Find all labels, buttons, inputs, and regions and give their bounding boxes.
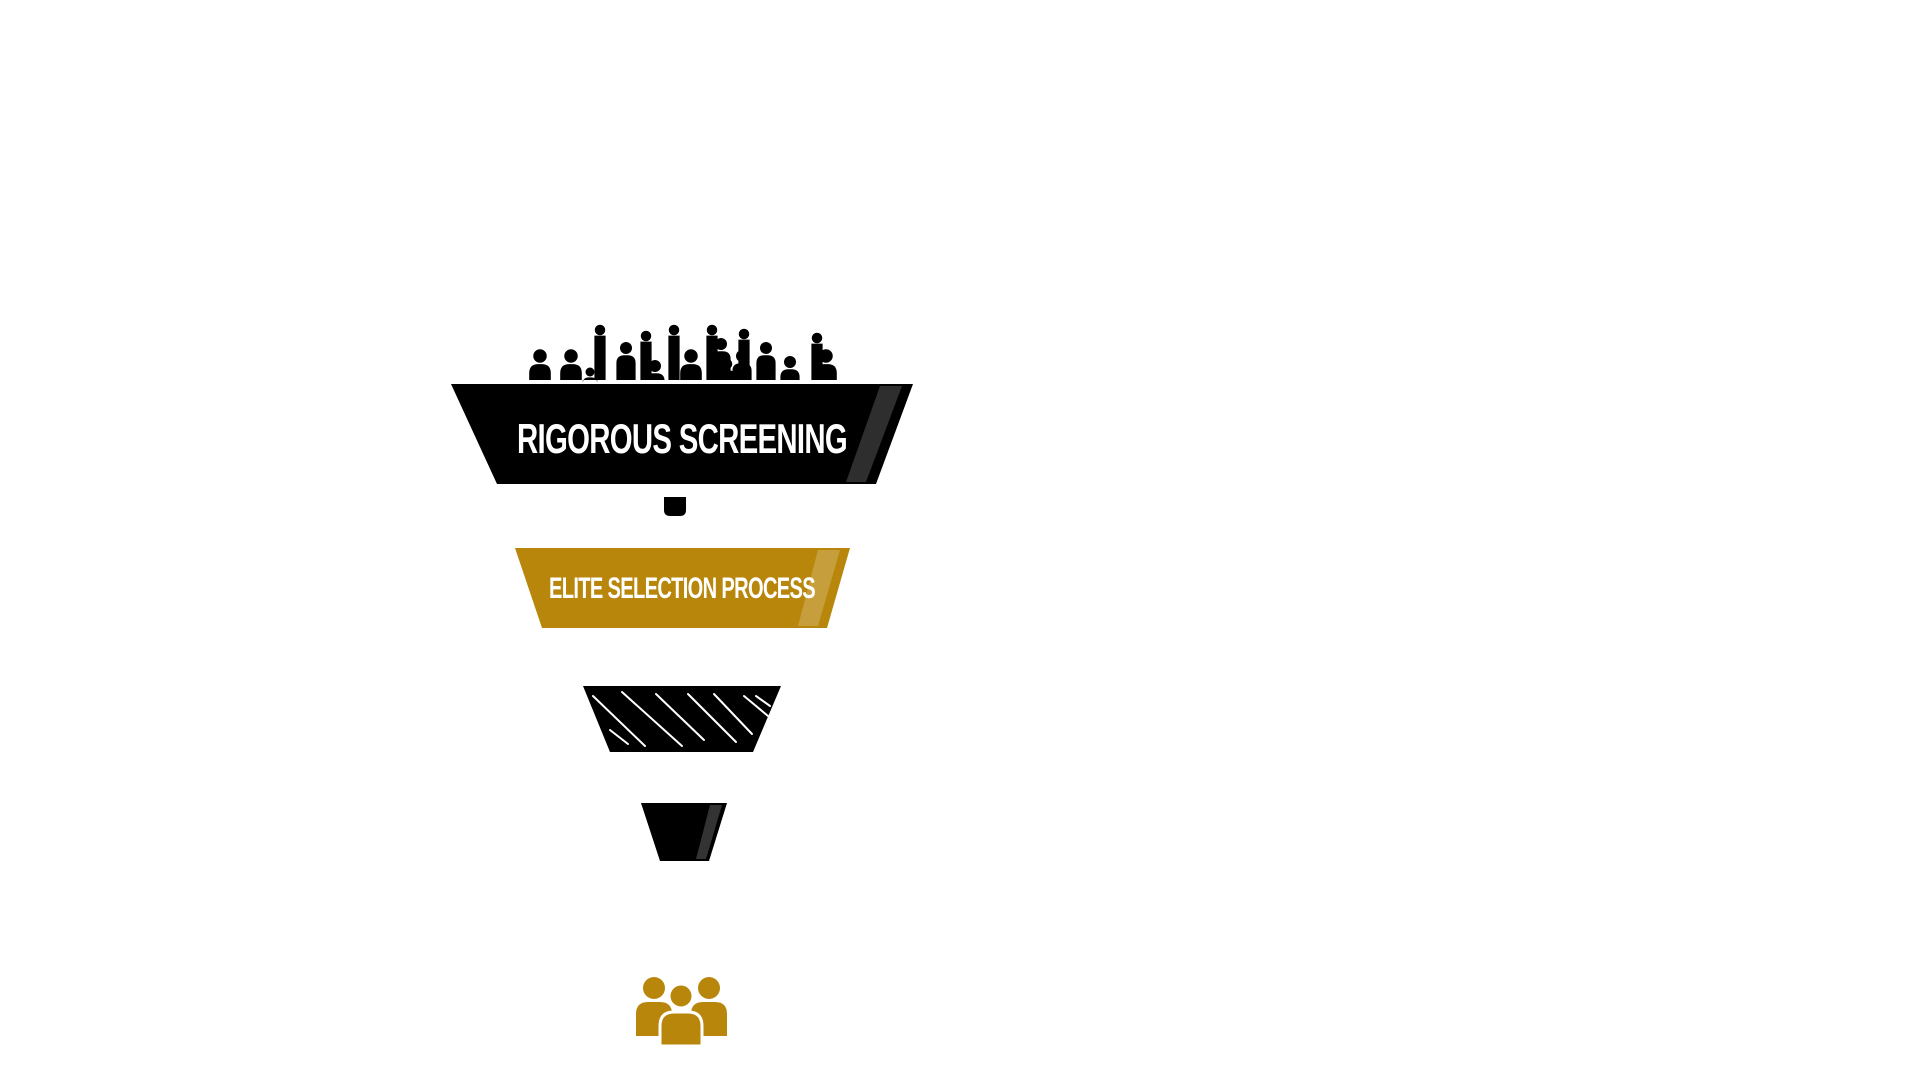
person-icon [616, 342, 636, 380]
person-icon [680, 349, 702, 380]
person-icon [645, 360, 665, 382]
hatch-line [609, 729, 629, 745]
funnel-stage-1-highlight [846, 386, 902, 482]
funnel-connector-nub [664, 497, 686, 516]
crowd-of-people-icon [529, 324, 837, 384]
funnel-stage-1-label: RIGOROUS SCREENING [517, 415, 847, 462]
person-icon [640, 330, 652, 380]
funnel-stage-3 [583, 686, 781, 752]
person-icon [529, 349, 551, 380]
hatch-line [655, 693, 705, 741]
team-group-icon [636, 977, 727, 1048]
funnel-stage-2: ELITE SELECTION PROCESS [515, 548, 850, 628]
hatch-line [713, 693, 753, 735]
person-icon [560, 349, 582, 380]
funnel-stage-2-highlight [798, 550, 840, 626]
person-icon [718, 358, 736, 380]
hatch-line [592, 695, 646, 747]
person-icon [668, 324, 680, 380]
funnel-stage-3-hatching [592, 691, 771, 747]
person-icon [815, 349, 837, 380]
funnel-stage-1: RIGOROUS SCREENING [451, 384, 913, 484]
hatch-line [743, 695, 769, 717]
hatch-line [687, 693, 737, 743]
person-icon [756, 342, 776, 380]
person-icon [732, 350, 752, 380]
hatch-line [621, 691, 683, 747]
funnel-stage-1-shape [451, 384, 913, 484]
person-icon [780, 356, 800, 380]
funnel-stage-4-shape [641, 803, 727, 861]
funnel-stage-4-highlight [696, 805, 722, 859]
funnel-stage-2-label: ELITE SELECTION PROCESS [549, 572, 815, 605]
funnel-stage-2-shape [515, 548, 850, 628]
hatch-line [755, 695, 771, 707]
funnel-stage-4 [641, 803, 727, 861]
person-icon [582, 367, 598, 384]
person-icon [594, 324, 606, 380]
